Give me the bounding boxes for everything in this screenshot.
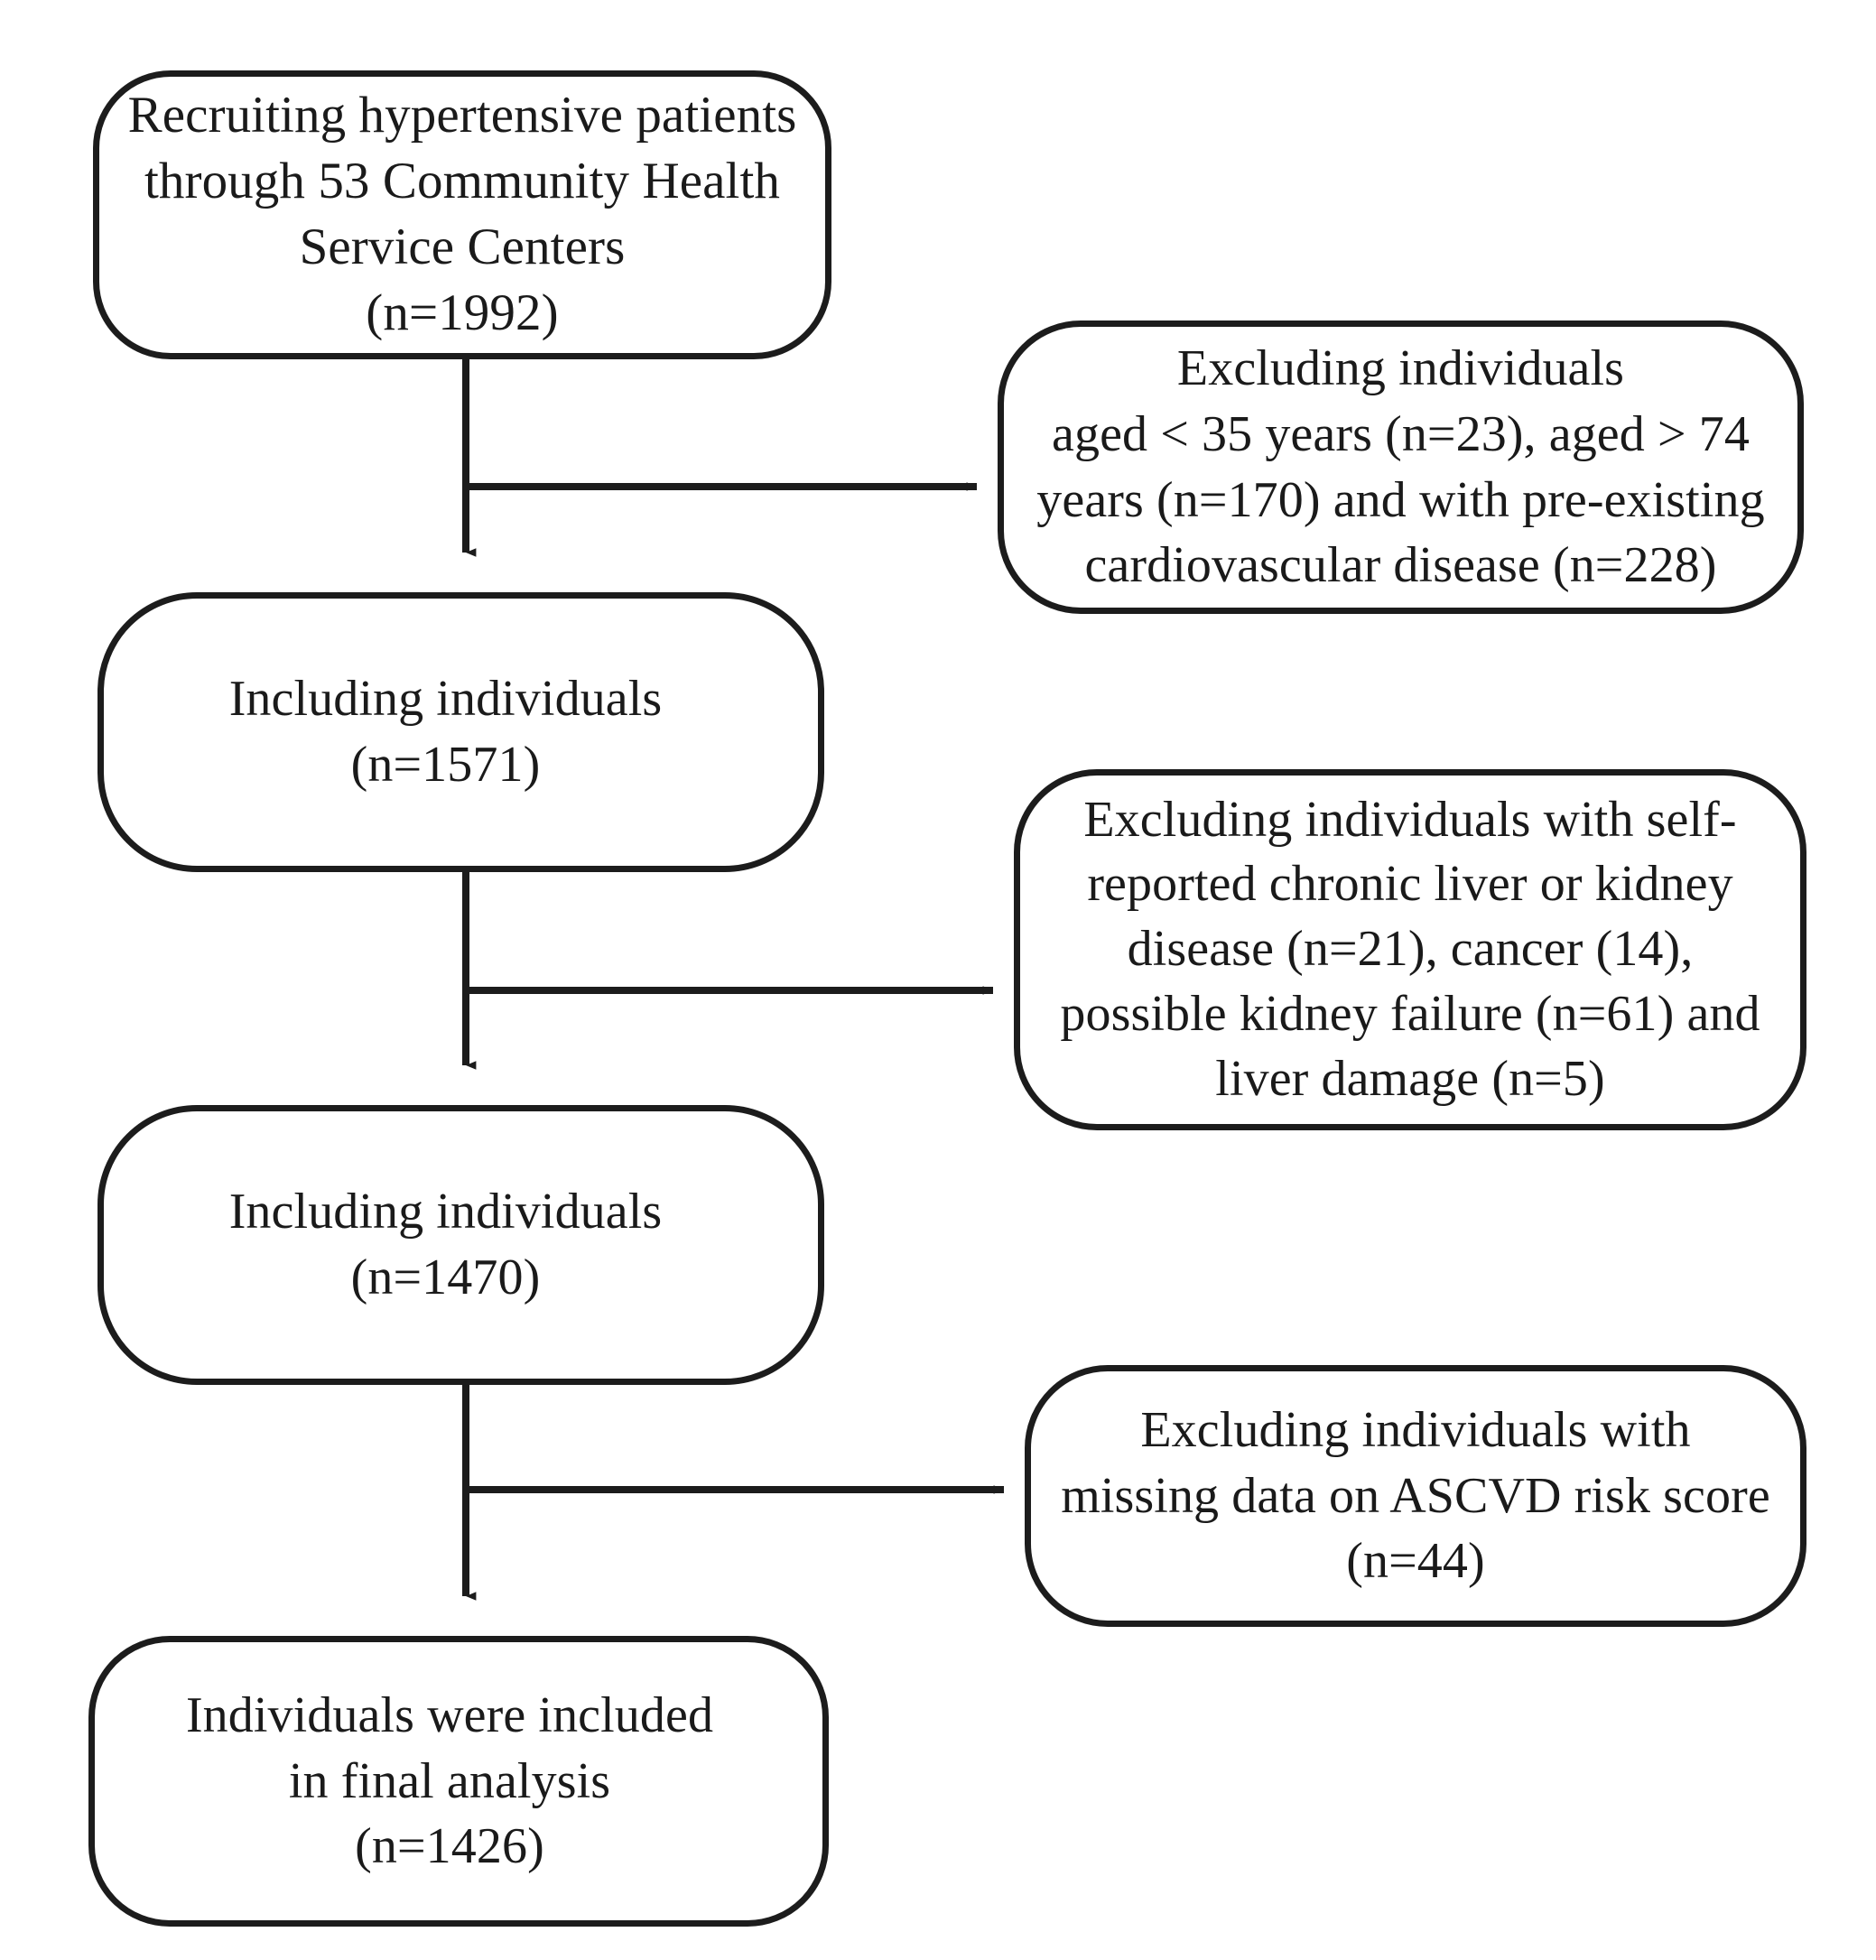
node-including-individuals-1470: Including individuals (n=1470) [98, 1105, 824, 1385]
node-individuals-final-analysis: Individuals were included in final analy… [88, 1636, 829, 1927]
node-recruit-label: Recruiting hypertensive patients through… [127, 87, 797, 341]
node-excluding-missing-ascvd: Excluding individuals with missing data … [1025, 1365, 1806, 1627]
node-excluding-by-age-and-cvd: Excluding individuals aged < 35 years (n… [998, 320, 1804, 614]
node-exclude-ascvd-label: Excluding individuals with missing data … [1061, 1401, 1770, 1590]
node-include-1571-label: Including individuals (n=1571) [228, 671, 663, 793]
node-including-individuals-1571: Including individuals (n=1571) [98, 592, 824, 872]
node-recruiting-hypertensive-patients: Recruiting hypertensive patients through… [93, 70, 831, 359]
node-exclude-age-label: Excluding individuals aged < 35 years (n… [1036, 339, 1765, 594]
node-final-label: Individuals were included in final analy… [185, 1686, 714, 1875]
node-include-1470-label: Including individuals (n=1470) [228, 1184, 663, 1305]
node-exclude-disease-label: Excluding individuals with self- reporte… [1060, 791, 1760, 1107]
node-excluding-by-disease: Excluding individuals with self- reporte… [1014, 769, 1806, 1130]
